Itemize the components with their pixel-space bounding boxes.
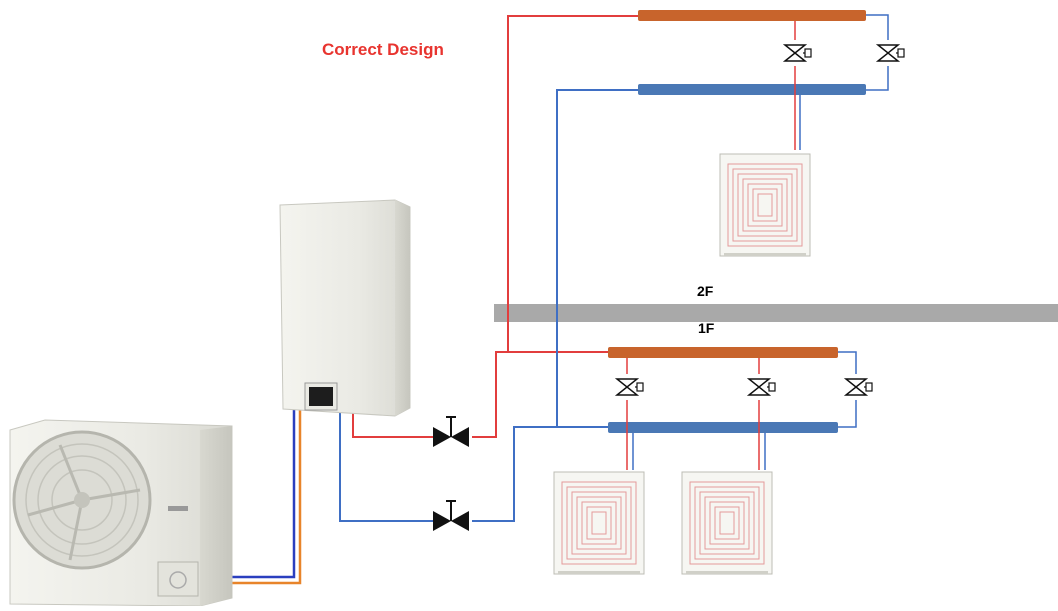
zone-valve-2f-a bbox=[782, 44, 812, 62]
return-riser-pipe bbox=[472, 426, 610, 522]
floor-heating-panel-1f-b bbox=[681, 471, 773, 575]
bypass-loop-2f bbox=[794, 14, 889, 150]
return-riser-upper bbox=[556, 89, 638, 427]
floor-label-1f: 1F bbox=[698, 320, 715, 336]
zone-valve-1f-b bbox=[746, 378, 776, 396]
control-panel-screen bbox=[309, 387, 333, 406]
bypass-loop-1f bbox=[626, 351, 857, 470]
supply-riser-pipe bbox=[472, 15, 638, 438]
indoor-supply-pipe bbox=[352, 412, 433, 438]
refrigerant-line-gas bbox=[222, 408, 296, 579]
diagram-title: Correct Design bbox=[322, 40, 444, 59]
return-manifold-2f bbox=[638, 84, 866, 95]
supply-manifold-1f bbox=[608, 347, 838, 358]
outdoor-unit bbox=[9, 419, 233, 607]
floor-label-2f: 2F bbox=[697, 283, 714, 299]
refrigerant-line-liquid bbox=[222, 408, 302, 585]
floor-slab bbox=[494, 304, 1058, 322]
zone-valve-2f-b bbox=[875, 44, 905, 62]
main-valve-return bbox=[433, 500, 469, 531]
main-valve-supply bbox=[433, 416, 469, 447]
zone-valve-1f-a bbox=[614, 378, 644, 396]
return-manifold-1f bbox=[608, 422, 838, 433]
floor-heating-panel-1f-a bbox=[553, 471, 645, 575]
indoor-hydro-unit bbox=[279, 199, 411, 417]
zone-valve-1f-c bbox=[843, 378, 873, 396]
supply-manifold-2f bbox=[638, 10, 866, 21]
indoor-return-pipe bbox=[339, 412, 433, 522]
floor-heating-panel-2f bbox=[719, 153, 811, 257]
